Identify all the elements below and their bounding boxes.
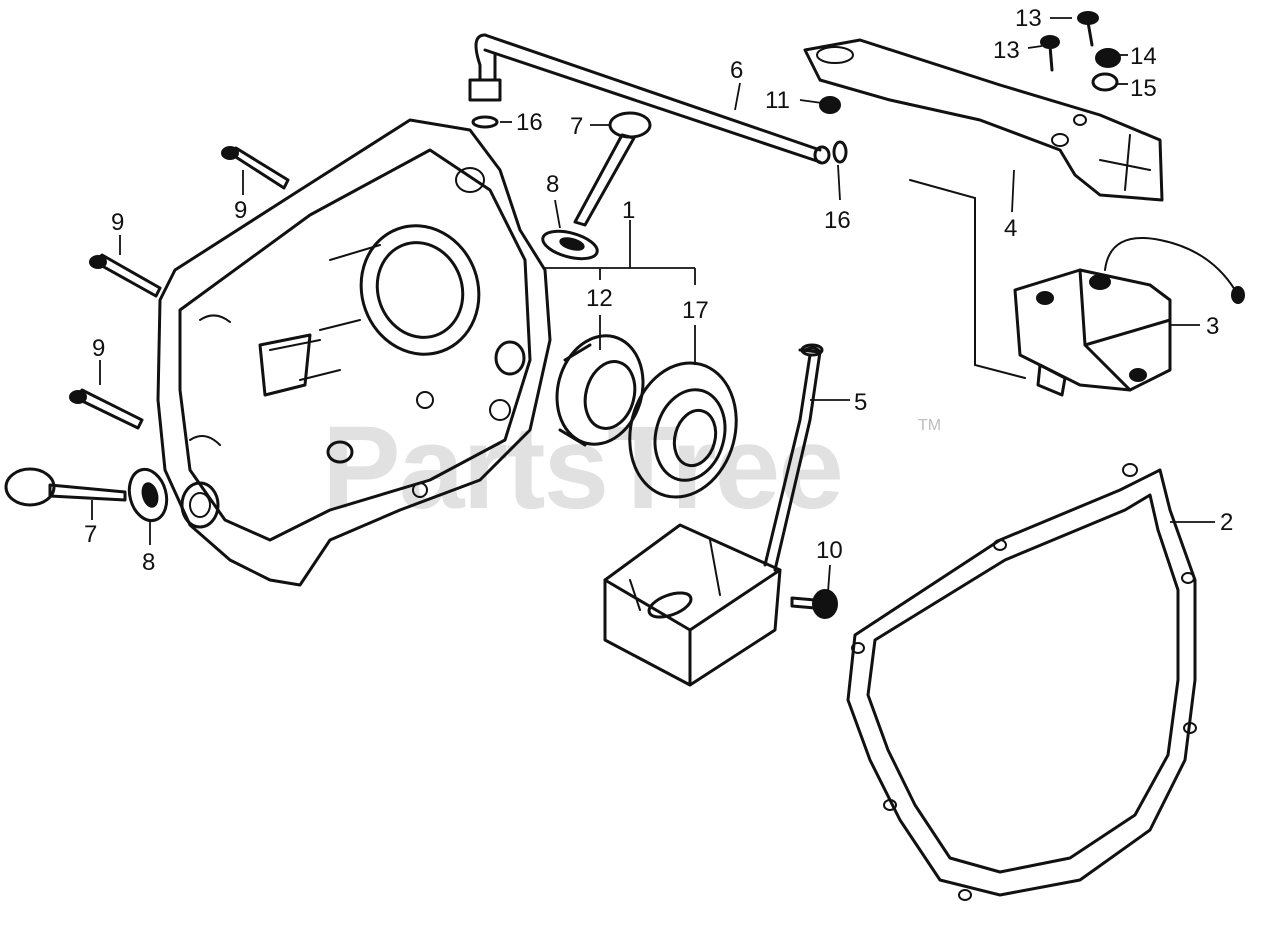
cover-oil-seal[interactable] bbox=[180, 481, 220, 529]
oil-seal-12[interactable] bbox=[545, 326, 655, 454]
callout-14: 14 bbox=[1130, 43, 1157, 70]
assembly-line-bracket bbox=[909, 179, 1026, 379]
callout-labels: 13 13 14 15 6 11 16 7 16 4 9 8 1 9 3 12 … bbox=[84, 5, 1233, 576]
callout-9a: 9 bbox=[234, 197, 247, 224]
bolt-10[interactable] bbox=[790, 589, 838, 619]
watermark-text: PartsTree bbox=[322, 402, 842, 534]
callout-4: 4 bbox=[1004, 215, 1017, 242]
breather-tube[interactable] bbox=[468, 33, 831, 165]
callout-2: 2 bbox=[1220, 509, 1233, 536]
callout-9b: 9 bbox=[111, 209, 124, 236]
crankcase-cover[interactable] bbox=[156, 118, 552, 587]
callout-9c: 9 bbox=[92, 335, 105, 362]
callout-13a: 13 bbox=[1015, 5, 1042, 32]
watermark-trademark: TM bbox=[918, 417, 941, 434]
oil-alert-unit[interactable] bbox=[1013, 237, 1245, 397]
callout-10: 10 bbox=[816, 537, 843, 564]
o-ring-16-right[interactable] bbox=[832, 140, 848, 164]
oil-sump[interactable] bbox=[603, 523, 782, 687]
callout-8b: 8 bbox=[142, 549, 155, 576]
callout-17: 17 bbox=[682, 297, 709, 324]
dipstick-lower[interactable] bbox=[4, 467, 127, 507]
screw-13-upper[interactable] bbox=[1077, 11, 1099, 47]
screw-13-lower[interactable] bbox=[1040, 35, 1060, 72]
washer-upper[interactable] bbox=[540, 226, 600, 264]
bolt-9-middle[interactable] bbox=[89, 253, 162, 298]
callout-7a: 7 bbox=[570, 113, 583, 140]
washer-15[interactable] bbox=[1091, 72, 1119, 92]
leader-lines bbox=[91, 17, 1215, 593]
callout-15: 15 bbox=[1130, 75, 1157, 102]
washer-11[interactable] bbox=[819, 96, 841, 114]
callout-7b: 7 bbox=[84, 521, 97, 548]
callout-8a: 8 bbox=[546, 171, 559, 198]
callout-12: 12 bbox=[586, 285, 613, 312]
o-ring-16-left[interactable] bbox=[471, 115, 499, 129]
bolt-9-top[interactable] bbox=[221, 146, 290, 190]
dipstick-upper[interactable] bbox=[573, 111, 652, 227]
callout-5: 5 bbox=[854, 389, 867, 416]
callout-1: 1 bbox=[622, 197, 635, 224]
oil-tube[interactable] bbox=[763, 343, 824, 572]
gasket[interactable] bbox=[846, 463, 1197, 901]
callout-11: 11 bbox=[765, 87, 790, 114]
bracket[interactable] bbox=[803, 38, 1164, 202]
bolt-9-bottom[interactable] bbox=[69, 388, 144, 430]
callout-16a: 16 bbox=[516, 109, 543, 136]
callout-13b: 13 bbox=[993, 37, 1020, 64]
callout-6: 6 bbox=[730, 57, 743, 84]
callout-3: 3 bbox=[1206, 313, 1219, 340]
callout-16b: 16 bbox=[824, 207, 851, 234]
washer-lower[interactable] bbox=[124, 465, 172, 525]
ball-bearing-17[interactable] bbox=[615, 351, 751, 509]
nut-14[interactable] bbox=[1095, 48, 1121, 68]
